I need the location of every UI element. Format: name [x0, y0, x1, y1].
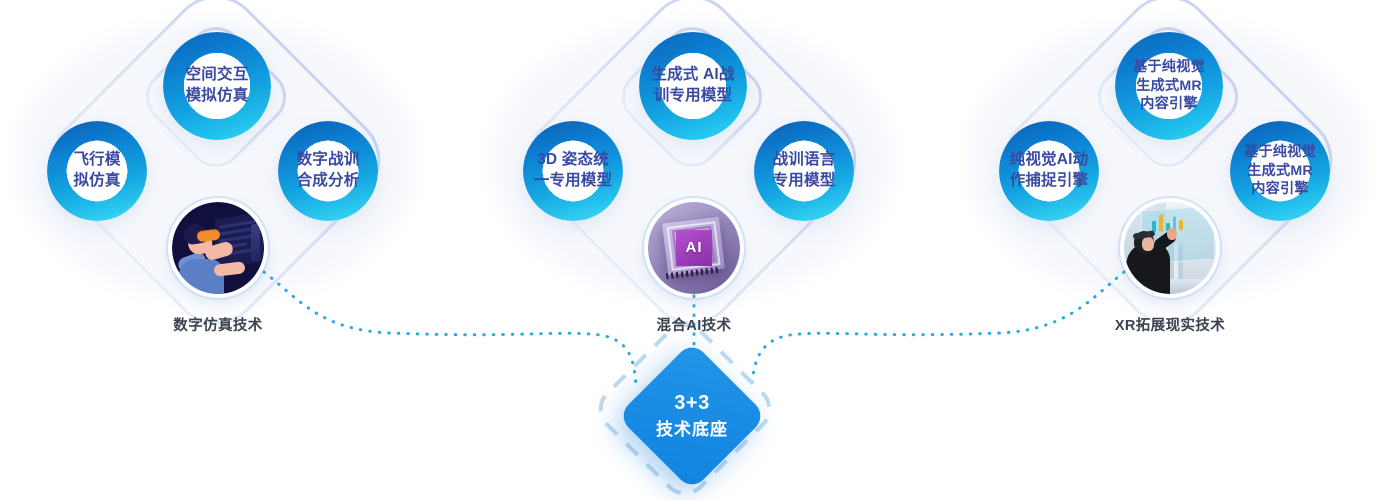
person-hand: [1167, 227, 1178, 240]
bubble-spatial-sim[interactable]: 空间交互 模拟仿真: [163, 32, 271, 140]
person-arm-lower: [213, 260, 247, 277]
vr-operator-photo: [172, 202, 264, 294]
bubble-ring: [47, 121, 147, 221]
bubble-ring: [639, 32, 747, 140]
caption-hybrid-ai: 混合AI技术: [656, 318, 732, 334]
bubble-label: 3D 姿态统 一专用模型: [533, 151, 613, 189]
bubble-label: 飞行模 拟仿真: [73, 151, 121, 189]
bubble-label: 空间交互 模拟仿真: [185, 66, 249, 104]
bubble-label: 生成式 AI战 训专用模型: [651, 66, 735, 104]
bubble-label: 战训语言 专用模型: [772, 151, 836, 189]
bubble-mr-engine-top[interactable]: 基于纯视觉 生成式MR 内容引擎: [1115, 32, 1223, 140]
ar-operator-scene: [1124, 202, 1216, 294]
bubble-lang-model[interactable]: 战训语言 专用模型: [754, 121, 854, 221]
center-badge[interactable]: 3+3 技术底座: [617, 341, 767, 491]
bubble-ring: [1115, 32, 1223, 140]
caption-digital-simulation: 数字仿真技术: [173, 318, 263, 334]
bubble-ring: [999, 121, 1099, 221]
badge-subtitle: 技术底座: [656, 419, 728, 439]
bubble-digital-war[interactable]: 数字战训 合成分析: [278, 121, 378, 221]
bubble-mocap-engine[interactable]: 纯视觉AI动 作捕捉引擎: [999, 121, 1099, 221]
bubble-ring: [754, 121, 854, 221]
bubble-pose-model[interactable]: 3D 姿态统 一专用模型: [523, 121, 623, 221]
bubble-flight-sim[interactable]: 飞行模 拟仿真: [47, 121, 147, 221]
ai-chip-scene: AI: [648, 202, 740, 294]
bubble-ring: [278, 121, 378, 221]
badge-title: 3+3: [674, 392, 710, 415]
bubble-label: 数字战训 合成分析: [296, 151, 360, 189]
screen-glow: [251, 223, 261, 262]
ai-core-label: AI: [675, 229, 713, 267]
bubble-mr-engine-right[interactable]: 基于纯视觉 生成式MR 内容引擎: [1230, 121, 1330, 221]
bubble-ring: [1230, 121, 1330, 221]
person-face: [1142, 236, 1155, 251]
bubble-label: 基于纯视觉 生成式MR 内容引擎: [1244, 143, 1316, 198]
caption-xr-reality: XR拓展现实技术: [1114, 318, 1226, 334]
diamond-label-group: 3+3 技术底座: [639, 363, 745, 469]
vr-operator-scene: [172, 202, 264, 294]
bubble-label: 纯视觉AI动 作捕捉引擎: [1009, 151, 1089, 189]
bubble-ring: [523, 121, 623, 221]
bubble-label: 基于纯视觉 生成式MR 内容引擎: [1133, 58, 1205, 113]
bubble-genai-model[interactable]: 生成式 AI战 训专用模型: [639, 32, 747, 140]
ar-operator-photo: [1124, 202, 1216, 294]
bubble-ring: [163, 32, 271, 140]
ai-chip-photo: AI: [648, 202, 740, 294]
